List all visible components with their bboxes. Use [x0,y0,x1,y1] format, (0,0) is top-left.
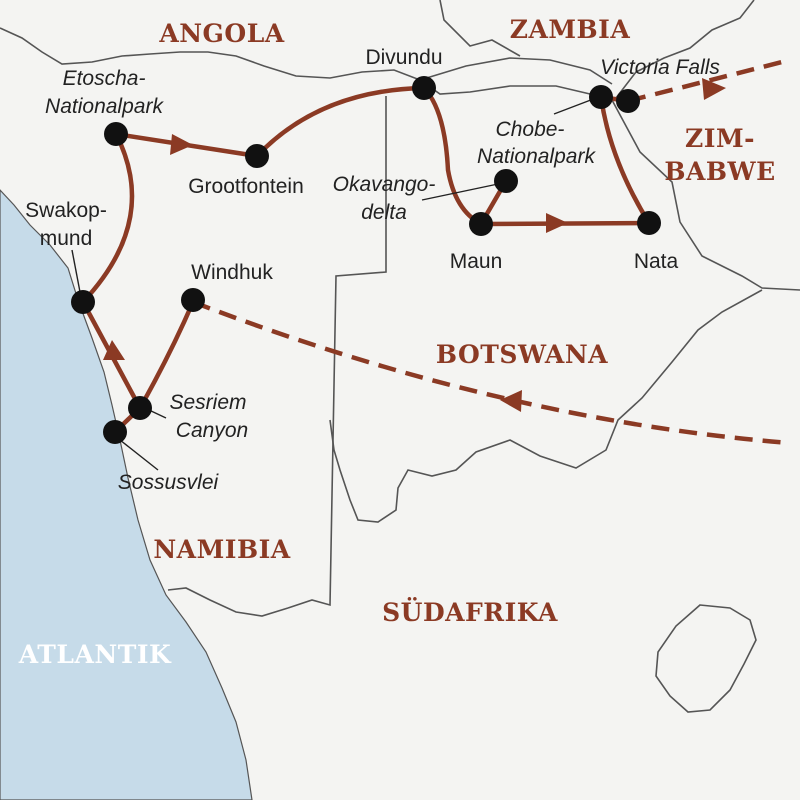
label-zimbabwe-line2: BABWE [664,157,775,186]
label-sesriem-line1: Sesriem [169,391,246,414]
stop-sossusvlei-icon [103,420,127,444]
label-swakopmund-line1: Swakop- [25,199,107,222]
stop-victoria-falls-icon [616,89,640,113]
border-zambia-angola [439,0,521,57]
label-suedafrika: SÜDAFRIKA [382,598,558,627]
stop-windhuk-icon [181,288,205,312]
route-divundu-maun [421,85,484,227]
label-etoscha-line2: Nationalpark [45,95,164,118]
label-okavango-line1: Okavango- [333,173,436,196]
route-nata-chobe [598,94,652,226]
label-sossusvlei: Sossusvlei [118,471,220,494]
label-maun: Maun [450,250,503,273]
country-borders [0,0,800,713]
stop-swakopmund-icon [71,290,95,314]
label-atlantik: ATLANTIK [18,640,172,669]
label-etoscha-line1: Etoscha- [63,67,146,90]
label-zimbabwe-line1: ZIM- [685,124,755,153]
stop-nata-icon [637,211,661,235]
country-labels: ANGOLA ZAMBIA ZIM- BABWE BOTSWANA NAMIBI… [18,15,775,669]
route-grootfontein-divundu [254,85,427,159]
label-okavango-line2: delta [361,201,407,224]
arrow-icon [170,134,193,155]
direction-arrows [103,78,726,412]
stop-grootfontein-icon [245,144,269,168]
border-zambia-zimbabwe [615,0,755,99]
stop-divundu-icon [412,76,436,100]
route-dashed-windhuk-east [192,299,791,446]
stop-sesriem-icon [128,396,152,420]
label-sesriem-line2: Canyon [176,419,248,442]
label-windhuk: Windhuk [191,261,273,284]
label-botswana: BOTSWANA [436,340,608,369]
border-botswana-zimbabwe [611,99,800,291]
label-namibia: NAMIBIA [153,535,290,564]
arrow-icon [500,390,522,412]
stop-markers [71,76,661,444]
label-divundu: Divundu [365,46,442,69]
arrow-icon [702,78,726,100]
label-angola: ANGOLA [158,19,284,48]
arrow-icon [546,213,568,233]
atlantic-ocean [0,189,253,800]
border-orange-river [167,587,289,617]
route-swakopmund-etoscha [80,131,135,305]
leader-chobe [553,97,597,115]
label-zambia: ZAMBIA [510,15,631,44]
label-nata: Nata [634,250,679,273]
label-swakopmund-line2: mund [40,227,93,250]
stop-okavango-icon [494,169,518,193]
border-botswana-southafrica [329,289,763,523]
label-chobe-line1: Chobe- [496,118,565,141]
label-chobe-line2: Nationalpark [477,145,596,168]
leader-swakopmund [71,249,81,293]
arrow-icon [103,340,125,360]
route-windhuk-sesriem [137,299,196,411]
leader-okavango [421,183,499,201]
leader-sossusvlei [119,439,159,471]
label-victoria-falls: Victoria Falls [600,56,720,79]
leader-lines [71,97,597,471]
leader-sesriem [148,409,167,419]
place-labels: Etoscha- Nationalpark Grootfontein Divun… [25,46,720,494]
border-caprivi-north [419,57,613,85]
border-lesotho [655,604,757,713]
stop-etoscha-icon [104,122,128,146]
border-angola-namibia [0,27,421,81]
label-grootfontein: Grootfontein [188,175,304,198]
stop-maun-icon [469,212,493,236]
stop-chobe-icon [589,85,613,109]
